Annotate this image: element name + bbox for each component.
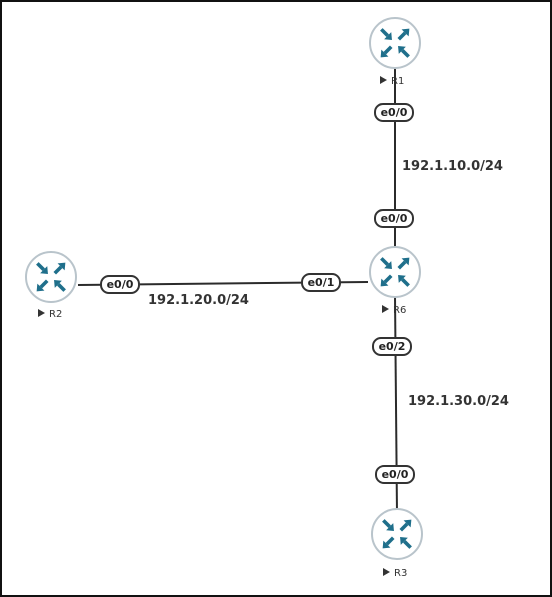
router-label-r2: R2: [49, 309, 62, 320]
play-triangle-icon: [380, 76, 387, 84]
port-label: e0/0: [381, 212, 408, 225]
port-label: e0/2: [379, 340, 406, 353]
play-triangle-icon: [382, 305, 389, 313]
port-r3-e00[interactable]: e0/0: [375, 465, 415, 484]
router-r6[interactable]: R6: [369, 246, 421, 316]
play-triangle-icon: [383, 568, 390, 576]
port-r6-e02[interactable]: e0/2: [372, 337, 412, 356]
router-label-r3: R3: [394, 568, 407, 579]
play-triangle-icon: [38, 309, 45, 317]
subnet-label-r6-r3: 192.1.30.0/24: [408, 394, 509, 409]
port-r1-e00[interactable]: e0/0: [374, 103, 414, 122]
port-r6-e01[interactable]: e0/1: [301, 273, 341, 292]
port-label: e0/0: [382, 468, 409, 481]
router-label-r6: R6: [393, 305, 406, 316]
port-r6-e00[interactable]: e0/0: [374, 209, 414, 228]
port-label: e0/0: [107, 278, 134, 291]
router-r1[interactable]: R1: [369, 17, 421, 87]
port-label: e0/1: [308, 276, 335, 289]
port-label: e0/0: [381, 106, 408, 119]
subnet-label-r2-r6: 192.1.20.0/24: [148, 293, 249, 308]
router-label-r1: R1: [391, 76, 404, 87]
router-r2[interactable]: R2: [25, 251, 77, 320]
subnet-label-r1-r6: 192.1.10.0/24: [402, 159, 503, 174]
router-r3[interactable]: R3: [371, 508, 423, 579]
port-r2-e00[interactable]: e0/0: [100, 275, 140, 294]
